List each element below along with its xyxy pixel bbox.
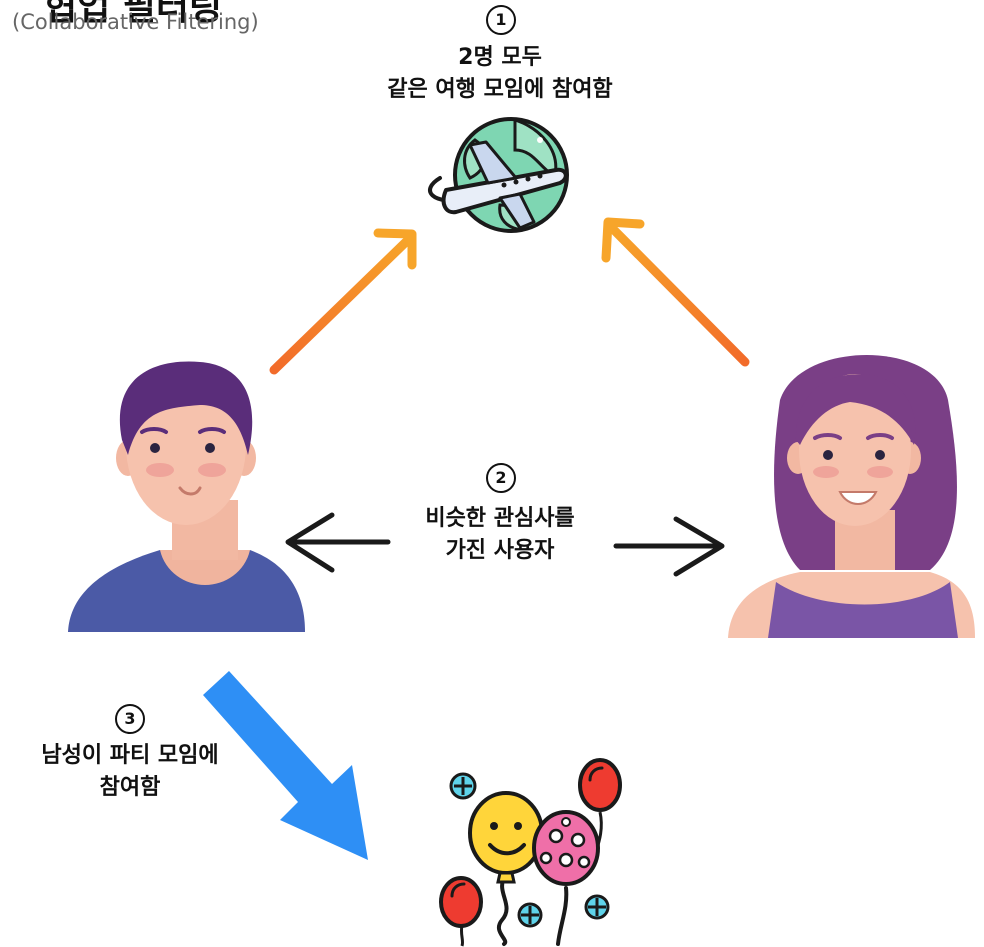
arrow-male-to-party <box>203 671 368 860</box>
step-3-line-2: 참여함 <box>99 775 161 800</box>
step-1-line-1: 2명 모두 <box>458 45 542 70</box>
arrow-male-to-travel <box>269 228 417 375</box>
diagram-subtitle: (Collaborative Filtering) <box>12 10 259 34</box>
sparkle-icon <box>584 894 610 920</box>
arrow-similar-right <box>613 516 725 577</box>
step-3-badge: 3 <box>115 704 145 734</box>
balloons-icon <box>439 758 622 947</box>
arrow-similar-left <box>285 512 391 573</box>
sparkle-icon <box>517 902 543 928</box>
step-3-caption: 남성이 파티 모임에 참여함 <box>10 740 250 804</box>
step-1-badge: 1 <box>486 5 516 35</box>
arrow-female-to-travel <box>601 217 750 367</box>
male-user-avatar <box>68 361 305 632</box>
step-2-line-2: 가진 사용자 <box>445 538 555 563</box>
sparkle-icon <box>449 772 477 800</box>
female-user-avatar <box>728 355 975 638</box>
step-2-badge: 2 <box>486 463 516 493</box>
step-2-line-1: 비슷한 관심사를 <box>425 506 575 531</box>
step-3-line-1: 남성이 파티 모임에 <box>41 743 219 768</box>
globe-airplane-icon <box>428 117 569 233</box>
step-2-caption: 비슷한 관심사를 가진 사용자 <box>380 503 620 567</box>
step-1-line-2: 같은 여행 모임에 참여함 <box>387 77 613 102</box>
step-1-caption: 2명 모두 같은 여행 모임에 참여함 <box>330 42 670 106</box>
diagram-title: 협업 필터링 <box>44 0 223 28</box>
